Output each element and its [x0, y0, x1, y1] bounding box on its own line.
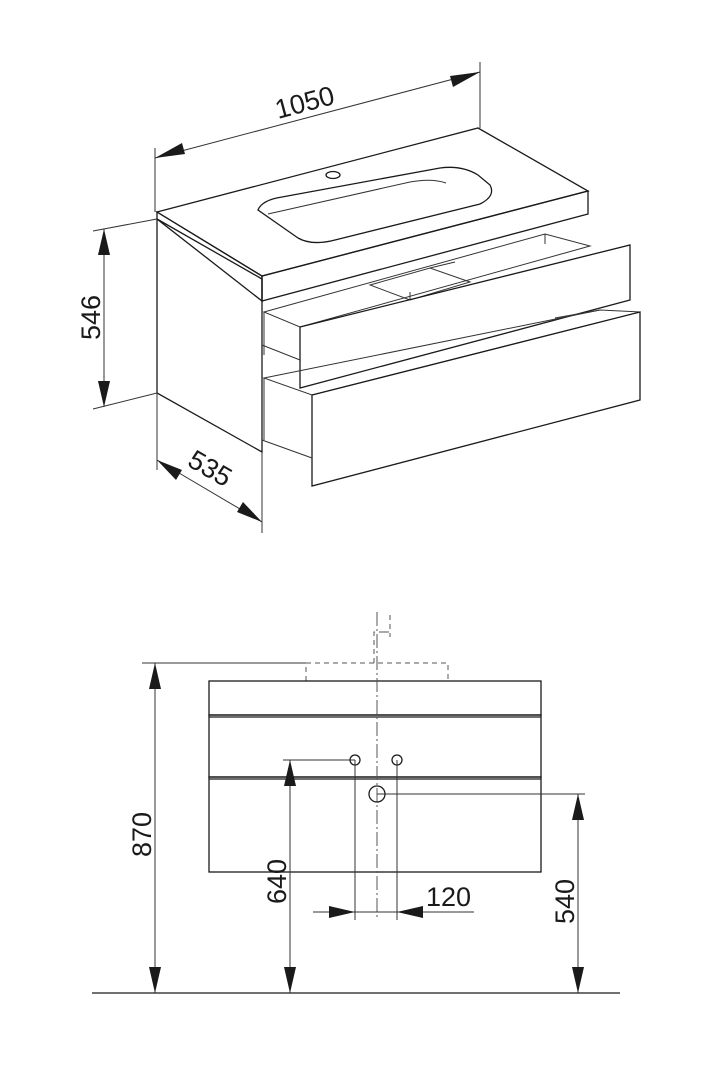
basin: [257, 166, 493, 244]
countertop-side-edge: [156, 210, 263, 303]
dimension-depth-label: 535: [183, 444, 237, 493]
front-countertop: [208, 680, 542, 716]
dimension-total-height-label: 870: [127, 812, 157, 857]
front-view: 870 640 120 540: [92, 612, 620, 994]
basin-hidden-outline: [305, 662, 449, 681]
front-upper-drawer: [208, 714, 542, 778]
lower-drawer-front: [311, 311, 641, 487]
tap-hole-icon: [325, 170, 341, 180]
upper-drawer-front: [299, 244, 631, 389]
cabinet-side-panel: [156, 217, 263, 454]
dimension-drain-height-label: 540: [550, 879, 580, 924]
dimension-supply-height-label: 640: [262, 859, 292, 904]
upper-drawer-interior: [262, 233, 592, 328]
basin-inner-rim: [267, 179, 447, 215]
tap-outline: [373, 615, 392, 663]
dimension-supply-spacing-label: 120: [426, 882, 471, 912]
countertop-front-edge: [261, 190, 589, 302]
drawer-organizer: [368, 267, 472, 301]
dimension-height-label: 546: [76, 295, 106, 340]
countertop-top: [155, 127, 590, 277]
isometric-view: 1050 546 535: [76, 62, 641, 533]
front-lower-drawer: [208, 776, 542, 873]
dimension-line-width: [154, 71, 481, 159]
